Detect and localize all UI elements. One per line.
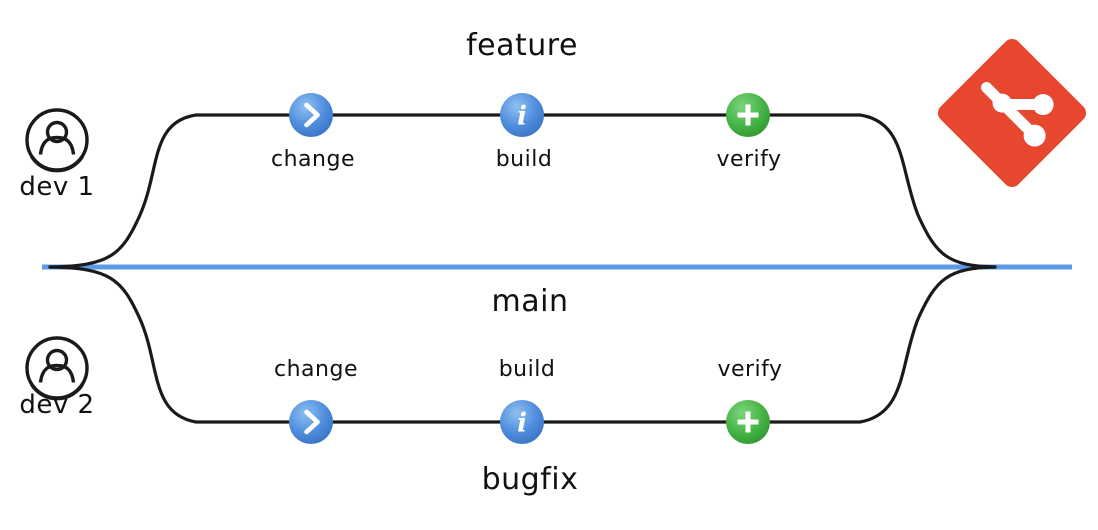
chevron-right-circle-icon-feature-change[interactable] (289, 93, 333, 137)
user-circle-icon-dev2 (25, 336, 89, 401)
user-circle-icon-dev1 (25, 108, 89, 173)
svg-text:i: i (517, 409, 527, 439)
feature-step-label-change: change (271, 147, 355, 172)
dev1-label: dev 1 (19, 172, 95, 202)
feature-branch-path (48, 113, 997, 269)
bugfix-step-label-verify: verify (717, 357, 783, 382)
chevron-right-circle-icon-bugfix-change[interactable] (289, 400, 333, 444)
info-circle-icon-feature-build[interactable]: i (500, 93, 544, 137)
feature-step-label-verify: verify (716, 147, 782, 172)
bugfix-step-label-build: build (498, 357, 556, 382)
bugfix-step-label-change: change (274, 357, 358, 382)
main-branch-label: main (491, 284, 569, 319)
plus-circle-icon-bugfix-verify[interactable] (726, 400, 770, 444)
git-logo (937, 38, 1087, 188)
feature-branch-label: feature (466, 28, 578, 63)
plus-circle-icon-feature-verify[interactable] (726, 93, 770, 137)
dev2-label: dev 2 (19, 390, 95, 420)
bugfix-branch-label: bugfix (481, 462, 579, 497)
svg-text:i: i (517, 102, 527, 132)
info-circle-icon-bugfix-build[interactable]: i (500, 400, 544, 444)
feature-step-label-build: build (495, 147, 553, 172)
